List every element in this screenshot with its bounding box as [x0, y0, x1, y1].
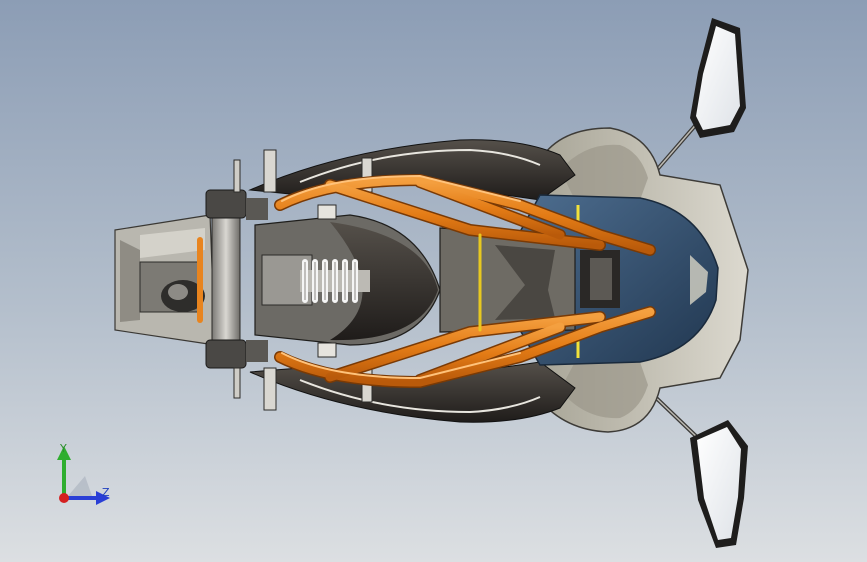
bolts-top: [233, 149, 373, 193]
mirror-top: [653, 18, 746, 174]
rear-shock-spring: [300, 259, 370, 303]
rear-axle-bar: [211, 189, 241, 369]
z-axis-label: Z: [102, 486, 110, 499]
trellis-frame: [197, 173, 656, 389]
x-axis-origin: [59, 493, 69, 503]
axis-triad: [57, 446, 110, 505]
mirror-bottom: [648, 390, 748, 548]
y-axis-label: Y: [60, 442, 67, 455]
